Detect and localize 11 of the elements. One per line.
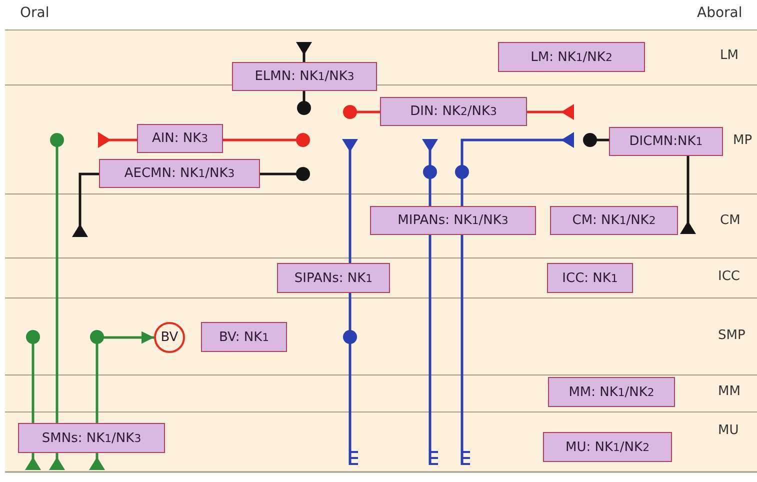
layer-label: MU <box>718 423 739 438</box>
layer-label: LM <box>720 48 738 63</box>
side-label: Oral <box>20 5 50 21</box>
arrow <box>96 331 154 423</box>
layer-label: SMP <box>718 328 746 343</box>
layer-label: MM <box>718 384 740 399</box>
layer-label: CM <box>720 213 740 228</box>
side-label: Aboral <box>697 5 742 21</box>
layer-label: MP <box>733 133 752 148</box>
vessel-circle: BV <box>154 322 185 353</box>
layer-label: ICC <box>718 269 740 284</box>
